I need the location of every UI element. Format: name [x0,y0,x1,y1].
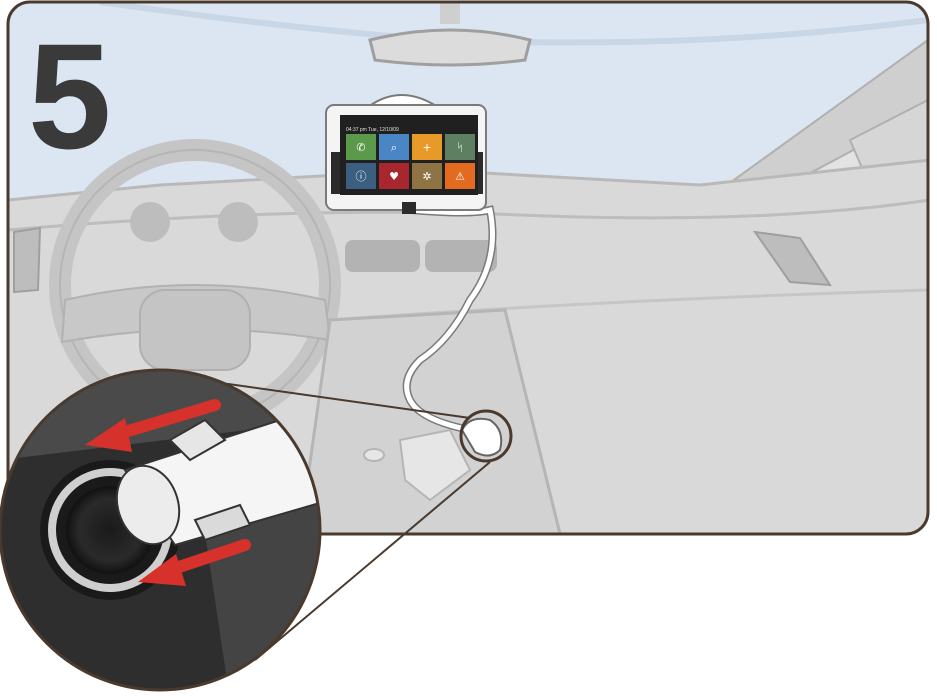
info-icon: ⓘ [356,170,367,183]
phone-icon: ✆ [356,141,365,154]
left-air-vent [14,228,40,292]
heart-icon: ♥ [389,170,399,183]
step-number: 5 [28,12,111,180]
gear-icon: ✲ [422,170,431,183]
gps-status-text: 04:37 pm Tue, 12/10/09 [346,127,399,133]
plus-icon: + [422,141,431,154]
center-vent-left [345,240,420,272]
fork-knife-icon: ᛋ [457,141,464,154]
gps-device: 04:37 pm Tue, 12/10/09 ✆ ⌕ + ᛋ ⓘ ♥ ✲ ⚠ [326,105,486,214]
warning-icon: ⚠ [455,170,465,183]
search-icon: ⌕ [391,141,397,154]
